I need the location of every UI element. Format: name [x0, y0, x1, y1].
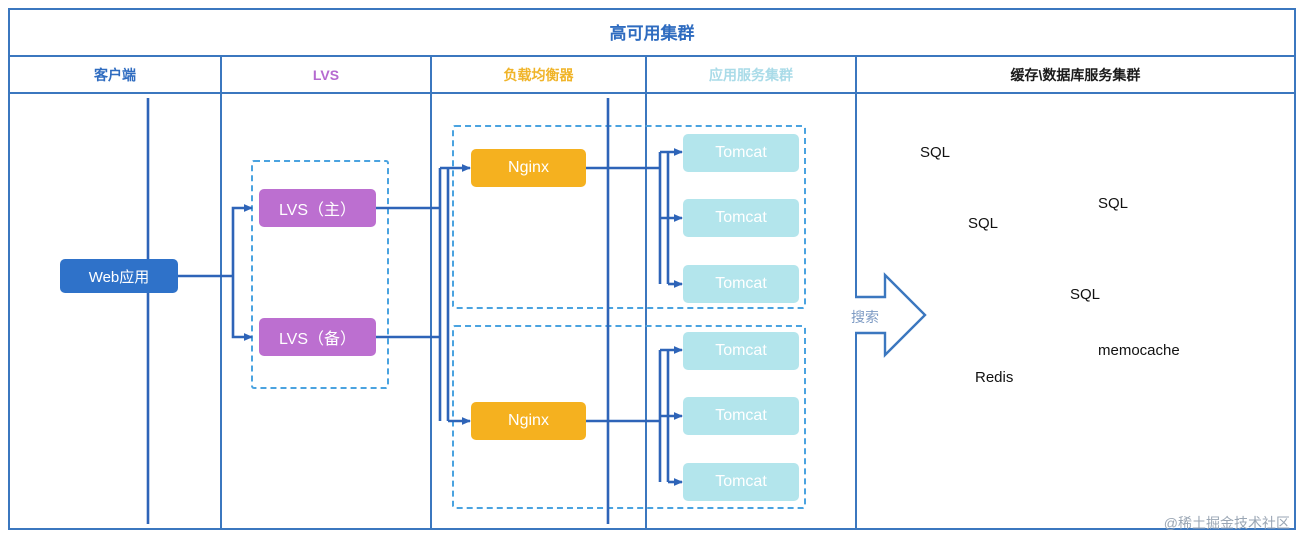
node-lvs-master[interactable]: LVS（主） [259, 189, 376, 227]
diagram-title: 高可用集群 [609, 24, 695, 43]
app-group-boundary-lower [452, 325, 806, 509]
column-divider-2 [430, 57, 432, 530]
column-divider-4 [855, 57, 857, 530]
watermark: @稀土掘金技术社区 [1163, 515, 1290, 531]
node-tomcat-5[interactable]: Tomcat [683, 397, 799, 435]
column-divider-1 [220, 57, 222, 530]
node-tomcat-4[interactable]: Tomcat [683, 332, 799, 370]
node-web-app[interactable]: Web应用 [60, 259, 178, 293]
column-header-loadbalancer: 负载均衡器 [503, 66, 574, 83]
db-label-sql-1: SQL [920, 144, 951, 161]
column-header-lvs: LVS [312, 66, 340, 83]
db-label-sql-4: SQL [1070, 286, 1101, 303]
column-header-dbcluster: 缓存\数据库服务集群 [1010, 66, 1141, 83]
title-row-divider [8, 55, 1296, 57]
app-group-boundary-upper [452, 125, 806, 309]
node-lvs-backup[interactable]: LVS（备） [259, 318, 376, 356]
db-label-sql-3: SQL [968, 215, 999, 232]
node-tomcat-2[interactable]: Tomcat [683, 199, 799, 237]
node-nginx-1[interactable]: Nginx [471, 149, 586, 187]
node-tomcat-6[interactable]: Tomcat [683, 463, 799, 501]
diagram-outer-frame [8, 8, 1296, 530]
search-arrow-label: 搜索 [851, 309, 879, 325]
db-label-sql-2: SQL [1098, 195, 1129, 212]
column-divider-3 [645, 57, 647, 530]
node-tomcat-1[interactable]: Tomcat [683, 134, 799, 172]
header-row-divider [8, 92, 1296, 94]
db-label-memocache: memocache [1098, 342, 1180, 359]
db-label-redis: Redis [975, 369, 1014, 386]
column-header-client: 客户端 [94, 66, 136, 83]
node-nginx-2[interactable]: Nginx [471, 402, 586, 440]
lvs-group-boundary [251, 160, 389, 389]
node-tomcat-3[interactable]: Tomcat [683, 265, 799, 303]
column-header-appcluster: 应用服务集群 [709, 66, 793, 83]
